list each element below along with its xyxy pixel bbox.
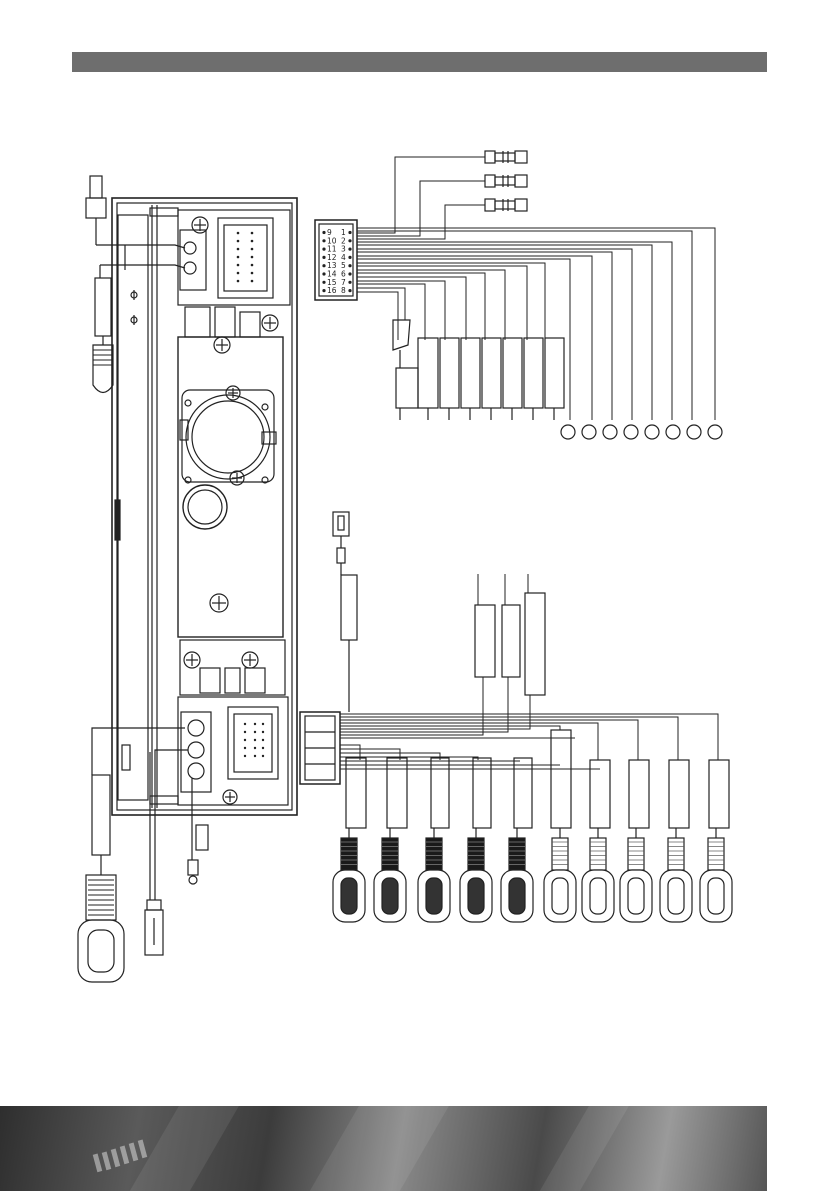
harness-wires xyxy=(357,157,715,420)
rca-plug xyxy=(418,828,450,922)
terminal-rings xyxy=(561,425,722,439)
iso-pin-dot xyxy=(322,248,325,251)
iso-pin-dot xyxy=(322,256,325,259)
rca-label-tags xyxy=(346,593,729,828)
iso-pin-dot xyxy=(322,264,325,267)
left-bracket xyxy=(122,745,130,770)
rca-plugs xyxy=(333,828,732,922)
rca-plug xyxy=(700,828,732,922)
remote-wire xyxy=(188,778,208,884)
iso-pin-dot xyxy=(322,281,325,284)
iso-pin-dot xyxy=(348,231,351,234)
multi-pin-connector xyxy=(300,712,340,784)
iso-pin-dot xyxy=(348,272,351,275)
iso-pin-dot xyxy=(322,239,325,242)
iso-socket-pins xyxy=(237,232,254,283)
iso-pin-dot xyxy=(322,231,325,234)
footer-band xyxy=(0,1106,767,1191)
iso-pin-dot xyxy=(348,239,351,242)
spade-connectors xyxy=(485,151,527,211)
rca-plug xyxy=(620,828,652,922)
footer-texture xyxy=(0,1106,767,1191)
aux-socket-pins xyxy=(244,723,264,757)
iso-pin-dot xyxy=(348,248,351,251)
iso-pin-dot xyxy=(348,264,351,267)
iso-pin-dot xyxy=(322,272,325,275)
rca-plug xyxy=(501,828,533,922)
iso-pin-label-left: 16 xyxy=(327,286,337,295)
rca-plug xyxy=(460,828,492,922)
rca-harness-wires xyxy=(340,574,718,769)
rca-plug xyxy=(333,828,365,922)
iso-pin-dot xyxy=(348,289,351,292)
rca-plug xyxy=(544,828,576,922)
iso-pin-dot xyxy=(348,256,351,259)
rca-plug xyxy=(582,828,614,922)
iso-pin-dot xyxy=(322,289,325,292)
wire-tails xyxy=(400,408,554,420)
rca-plug xyxy=(660,828,692,922)
rca-plug xyxy=(374,828,406,922)
iso-pin-dot xyxy=(348,281,351,284)
cooling-fan xyxy=(180,386,276,485)
small-plug-top xyxy=(333,512,357,712)
wire-label-tags xyxy=(396,338,564,408)
iso-pin-label-right: 8 xyxy=(341,286,346,295)
fuse-holder xyxy=(393,320,410,368)
aux-rca-cable xyxy=(78,728,185,982)
head-unit-chassis xyxy=(112,198,297,815)
